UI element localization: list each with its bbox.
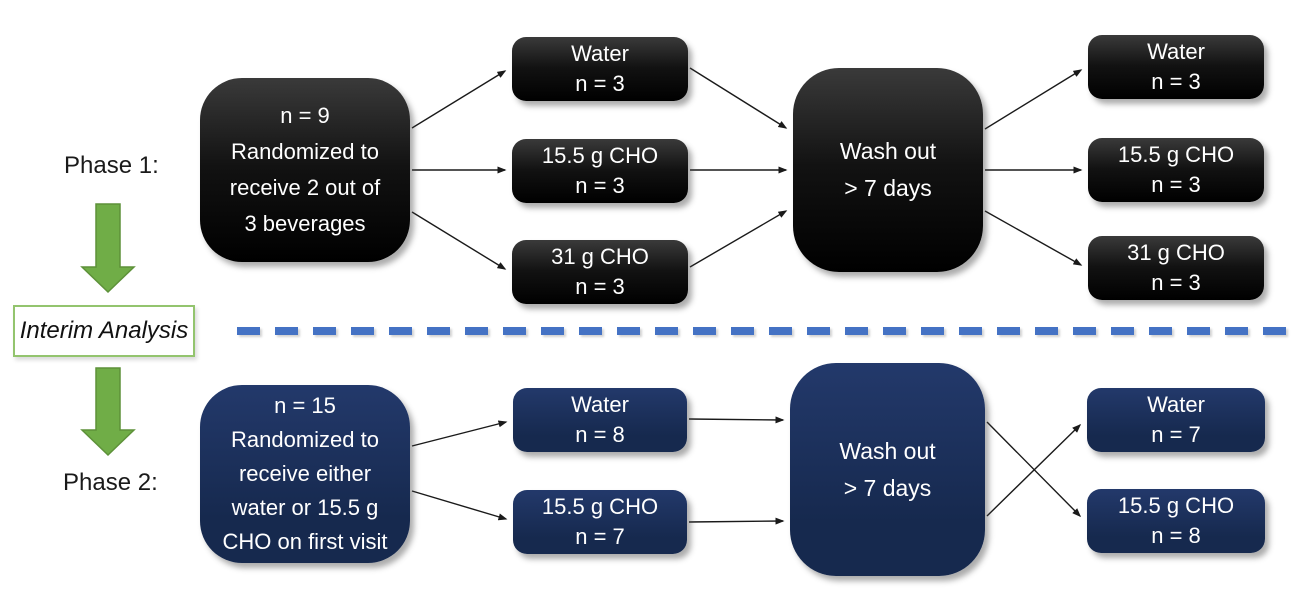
phase1-source-line: n = 9 [280, 103, 330, 128]
phase1-arm-cho31-second: 31 g CHO n = 3 [1088, 236, 1264, 300]
arm-n: n = 7 [1151, 422, 1201, 447]
arm-n: n = 3 [575, 274, 625, 299]
arm-name: 15.5 g CHO [541, 494, 659, 519]
washout-line: > 7 days [844, 175, 932, 201]
arm-name: Water [571, 392, 629, 417]
phase1-arm-cho155-second: 15.5 g CHO n = 3 [1088, 138, 1264, 202]
phase1-arm-water-first: Water n = 3 [512, 37, 688, 101]
arm-name: Water [571, 41, 629, 66]
phase2-washout-box: Wash out > 7 days [790, 363, 985, 576]
washout-line: > 7 days [843, 474, 932, 501]
arm-name: 15.5 g CHO [541, 143, 659, 168]
arm-n: n = 7 [575, 524, 625, 549]
arm-n: n = 3 [1151, 69, 1201, 94]
phase1-washout-box: Wash out > 7 days [793, 68, 983, 272]
phase2-arm-water-second: Water n = 7 [1087, 388, 1265, 452]
phase2-arm-water-first: Water n = 8 [513, 388, 687, 452]
phase2-arm-cho155-second: 15.5 g CHO n = 8 [1087, 489, 1265, 553]
phase1-source-box: n = 9 Randomized to receive 2 out of 3 b… [200, 78, 410, 262]
phase2-source-line: Randomized to [231, 427, 379, 452]
arm-name: Water [1147, 392, 1205, 417]
phase2-source-line: CHO on first visit [222, 529, 388, 554]
phase2-label: Phase 2: [63, 469, 158, 496]
arm-name: 31 g CHO [1127, 240, 1225, 265]
washout-line: Wash out [839, 437, 936, 464]
arm-n: n = 3 [575, 173, 625, 198]
interim-analysis-label: Interim Analysis [19, 317, 189, 344]
phase1-arm-cho155-first: 15.5 g CHO n = 3 [512, 139, 688, 203]
arm-n: n = 8 [575, 422, 625, 447]
arm-name: 31 g CHO [551, 244, 649, 269]
phase2-source-box: n = 15 Randomized to receive either wate… [200, 385, 410, 563]
phase2-source-line: water or 15.5 g [231, 495, 379, 520]
washout-line: Wash out [839, 138, 937, 164]
phase1-down-arrow [80, 203, 136, 294]
phase1-label: Phase 1: [64, 152, 159, 179]
phase1-arm-water-second: Water n = 3 [1088, 35, 1264, 99]
arm-n: n = 3 [1151, 172, 1201, 197]
phase2-source-line: n = 15 [274, 393, 336, 418]
phase1-source-line: receive 2 out of [229, 175, 381, 200]
arm-name: 15.5 g CHO [1117, 493, 1235, 518]
phase1-arm-cho31-first: 31 g CHO n = 3 [512, 240, 688, 304]
phase-divider-dashed-line [237, 327, 1291, 335]
phase1-source-line: Randomized to [231, 139, 379, 164]
phase1-source-line: 3 beverages [244, 211, 366, 236]
arm-n: n = 3 [575, 71, 625, 96]
phase2-down-arrow [80, 367, 136, 457]
interim-analysis-box: Interim Analysis [13, 305, 195, 357]
phase2-source-line: receive either [238, 461, 372, 486]
arm-n: n = 8 [1151, 523, 1201, 548]
arm-name: 15.5 g CHO [1117, 142, 1235, 167]
arm-n: n = 3 [1151, 270, 1201, 295]
arm-name: Water [1147, 39, 1205, 64]
phase2-arm-cho155-first: 15.5 g CHO n = 7 [513, 490, 687, 554]
